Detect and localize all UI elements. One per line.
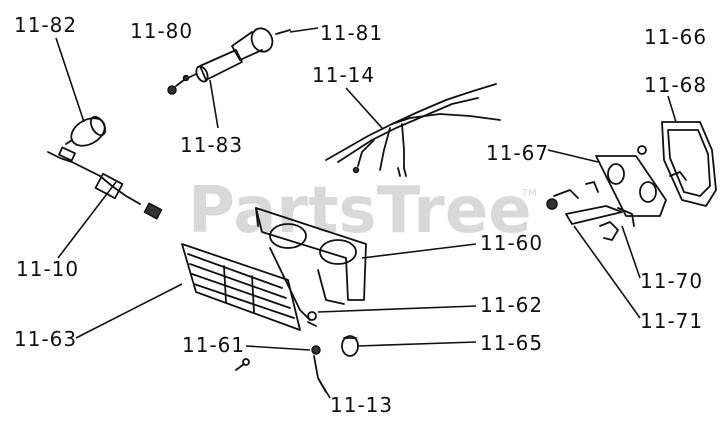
callout-11-65: 11-65: [480, 331, 543, 355]
part-11-14: [325, 83, 501, 177]
part-11-10: [47, 146, 163, 220]
callout-11-68: 11-68: [644, 73, 707, 97]
part-11-68: [661, 121, 717, 207]
part-11-60: [255, 207, 367, 321]
callout-11-67: 11-67: [486, 141, 549, 165]
callout-11-62: 11-62: [480, 293, 543, 317]
callout-11-70: 11-70: [640, 269, 703, 293]
callout-11-13: 11-13: [330, 393, 393, 417]
part-11-13: [313, 355, 327, 393]
watermark-text: PartsTree: [188, 174, 532, 248]
callout-11-14: 11-14: [312, 63, 375, 87]
callout-11-66: 11-66: [644, 25, 707, 49]
part-11-71: [565, 205, 635, 227]
watermark-trademark: TM: [521, 188, 537, 199]
part-11-62: [307, 311, 317, 327]
part-11-81: [231, 27, 291, 61]
callout-11-63: 11-63: [14, 327, 77, 351]
callout-11-71: 11-71: [640, 309, 703, 333]
part-11-67: [595, 145, 687, 217]
callout-11-82: 11-82: [14, 13, 77, 37]
part-11-61: [235, 345, 321, 371]
callout-11-81: 11-81: [320, 21, 383, 45]
callout-11-83: 11-83: [180, 133, 243, 157]
part-11-82: [65, 115, 107, 147]
callout-11-60: 11-60: [480, 231, 543, 255]
part-11-63: [181, 243, 301, 331]
part-11-65: [341, 335, 359, 357]
callout-11-10: 11-10: [16, 257, 79, 281]
callout-11-80: 11-80: [130, 19, 193, 43]
callout-11-61: 11-61: [182, 333, 245, 357]
part-11-83: [167, 49, 243, 95]
leader-lines: [55, 27, 677, 399]
part-11-70: [546, 181, 619, 241]
